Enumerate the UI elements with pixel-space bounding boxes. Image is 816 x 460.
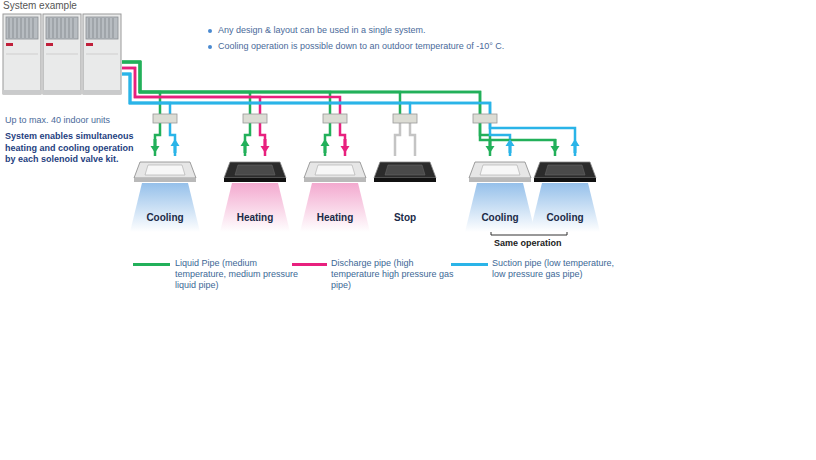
pipe-run <box>122 68 260 119</box>
pipe-connector <box>122 62 415 156</box>
pipe-run <box>122 62 480 119</box>
mode-label: Heating <box>296 212 374 224</box>
mode-label: Cooling <box>461 212 539 224</box>
cassette-unit-art <box>530 156 600 236</box>
cassette-unit-art <box>300 156 370 236</box>
legend-text: Suction pipe (low temperature, low press… <box>492 258 620 280</box>
legend-swatch <box>451 263 488 266</box>
pipe-run <box>122 62 330 119</box>
outdoor-unit-group: System example <box>2 0 122 96</box>
indoor-unit: Cooling <box>526 156 604 236</box>
flow-arrow-head <box>551 146 560 153</box>
mode-label: Stop <box>366 212 444 224</box>
flow-arrow-shaft <box>174 145 177 153</box>
cassette-unit-art <box>130 156 200 236</box>
pipe-drop <box>395 119 400 156</box>
indoor-unit: Stop <box>366 156 444 236</box>
pipe-connector <box>122 62 345 156</box>
legend-swatch <box>292 263 327 266</box>
mode-label: Cooling <box>126 212 204 224</box>
outdoor-unit-art <box>2 0 122 96</box>
bullet-dot <box>208 45 212 49</box>
solenoid-valve-kit <box>393 114 417 123</box>
flow-arrow-shaft <box>154 139 157 147</box>
flow-arrow-shaft <box>554 139 557 147</box>
mode-label: Cooling <box>526 212 604 224</box>
pipe-run <box>122 74 490 119</box>
bullet-dot <box>208 29 212 33</box>
cassette-unit-art <box>370 156 440 236</box>
mode-label: Heating <box>216 212 294 224</box>
indoor-unit: Cooling <box>126 156 204 236</box>
pipe-run <box>122 62 480 119</box>
flow-arrow-head <box>571 139 580 146</box>
info-note: Any design & layout can be used in a sin… <box>218 25 426 36</box>
flow-arrow-head <box>171 139 180 146</box>
indoor-unit: Heating <box>216 156 294 236</box>
cassette-unit-art <box>465 156 535 236</box>
flow-arrow-shaft <box>344 139 347 147</box>
pipe-run <box>122 74 490 119</box>
pipe-run <box>122 68 340 119</box>
solenoid-valve-kit <box>153 114 177 123</box>
indoor-unit: Cooling <box>461 156 539 236</box>
legend-text: Liquid Pipe (medium temperature, medium … <box>175 258 303 291</box>
pipe-connector <box>122 62 575 156</box>
feature-note: System enables simultaneous heating and … <box>5 131 137 166</box>
pipe-run <box>122 62 400 119</box>
flow-arrow-head <box>506 139 515 146</box>
info-note: Up to max. 40 indoor units <box>5 115 110 126</box>
flow-arrow-head <box>241 139 250 146</box>
cassette-unit-art <box>220 156 290 236</box>
flow-arrow-head <box>486 146 495 153</box>
pipe-connector <box>122 62 510 156</box>
flow-arrow-shaft <box>509 145 512 153</box>
solenoid-valve-kit <box>323 114 347 123</box>
flow-arrow-head <box>151 146 160 153</box>
flow-arrow-head <box>341 146 350 153</box>
indoor-unit: Heating <box>296 156 374 236</box>
solenoid-valve-kit <box>243 114 267 123</box>
flow-arrow-shaft <box>264 139 267 147</box>
legend-swatch <box>133 263 170 266</box>
solenoid-valve-kit <box>473 114 497 123</box>
pipe-drop <box>490 119 510 156</box>
flow-arrow-shaft <box>574 145 577 153</box>
pipe-drop <box>490 119 575 156</box>
pipe-connector <box>122 62 265 156</box>
flow-arrow-shaft <box>324 145 327 153</box>
pipe-run <box>122 74 410 119</box>
flow-arrow-head <box>261 146 270 153</box>
flow-arrow-shaft <box>489 139 492 147</box>
flow-arrow-head <box>321 139 330 146</box>
info-note: Cooling operation is possible down to an… <box>218 41 504 52</box>
group-heading: System example <box>2 0 122 12</box>
flow-arrow-shaft <box>244 145 247 153</box>
legend-text: Discharge pipe (high temperature high pr… <box>331 258 459 291</box>
group-note: Same operation <box>494 238 562 249</box>
pipe-drop <box>410 119 415 156</box>
